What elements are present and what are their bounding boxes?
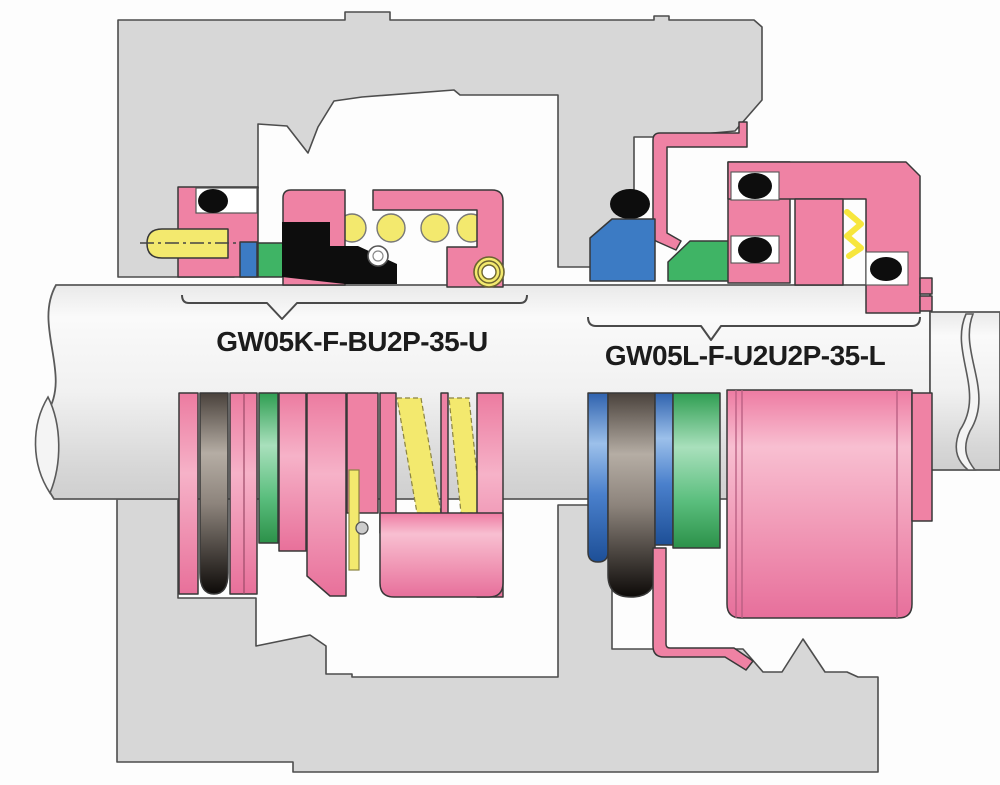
spring-coil-balls [337,213,486,243]
drive-ball-lower [355,521,369,535]
oring-icon [610,189,650,219]
wave-spring-icon [844,209,864,259]
housing-group [116,11,879,773]
gland-sliver [911,392,933,522]
gland-tab [919,295,933,312]
label-seal-right: GW05L-F-U2U2P-35-L [605,340,886,371]
seal-right-upper [589,121,933,314]
gland-retainer [372,189,504,288]
gland-tab [919,277,933,295]
seal-right-lower [587,389,933,671]
ring-dark [607,392,656,598]
seal-face-blue-block [589,218,656,282]
oring-icon [198,189,228,213]
annotations: GW05K-F-BU2P-35-U GW05L-F-U2U2P-35-L [181,294,921,371]
gland-bottom-bar [379,512,504,598]
set-screw-pin [146,228,229,259]
oring-icon [738,237,772,263]
drive-ball-inner [372,250,384,262]
seal-face-blue [239,241,258,278]
gland-wall-left [379,392,397,534]
gland-block-big [726,389,913,619]
spring-end-rings [473,256,505,288]
ring-green [672,392,721,549]
ring-green [258,392,279,544]
ring-pink [178,392,199,595]
ring-pink4 [306,392,347,597]
spring-tab-yellow [348,469,360,571]
oring-icon [870,257,902,281]
ring-blue2 [654,392,674,546]
drive-band-black [282,222,397,284]
ring-pink3 [278,392,307,552]
seal-left-upper [140,186,505,288]
shaft-break-left-icon [34,395,60,495]
seal-left-lower [178,392,504,598]
gland-divider [440,392,449,516]
oring-icon [738,173,772,199]
coil-spring-band2 [448,397,482,514]
shaft-break-right-icon [955,313,980,471]
brace-left [181,294,528,320]
label-seal-left: GW05K-F-BU2P-35-U [216,326,488,357]
brace-right [587,316,921,341]
housing-lower [116,498,879,773]
ring-blue1 [587,392,609,563]
drive-ball [367,245,389,267]
seal-tongue [794,198,844,286]
gland-bracket-lower [652,547,754,671]
ring-dark [199,392,229,595]
